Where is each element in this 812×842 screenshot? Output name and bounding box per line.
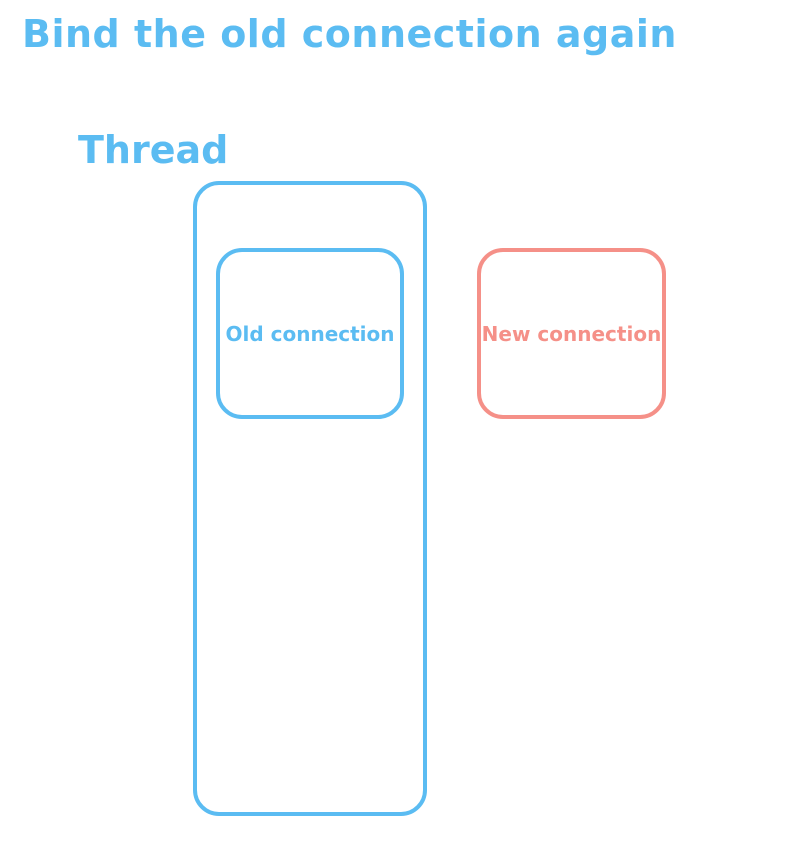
diagram-title: Bind the old connection again [22,12,677,56]
thread-box [193,181,427,816]
new-connection-label: New connection [481,321,662,346]
old-connection-label: Old connection [225,321,395,346]
thread-label: Thread [78,128,229,172]
new-connection-box: New connection [477,248,666,419]
old-connection-box: Old connection [216,248,404,419]
